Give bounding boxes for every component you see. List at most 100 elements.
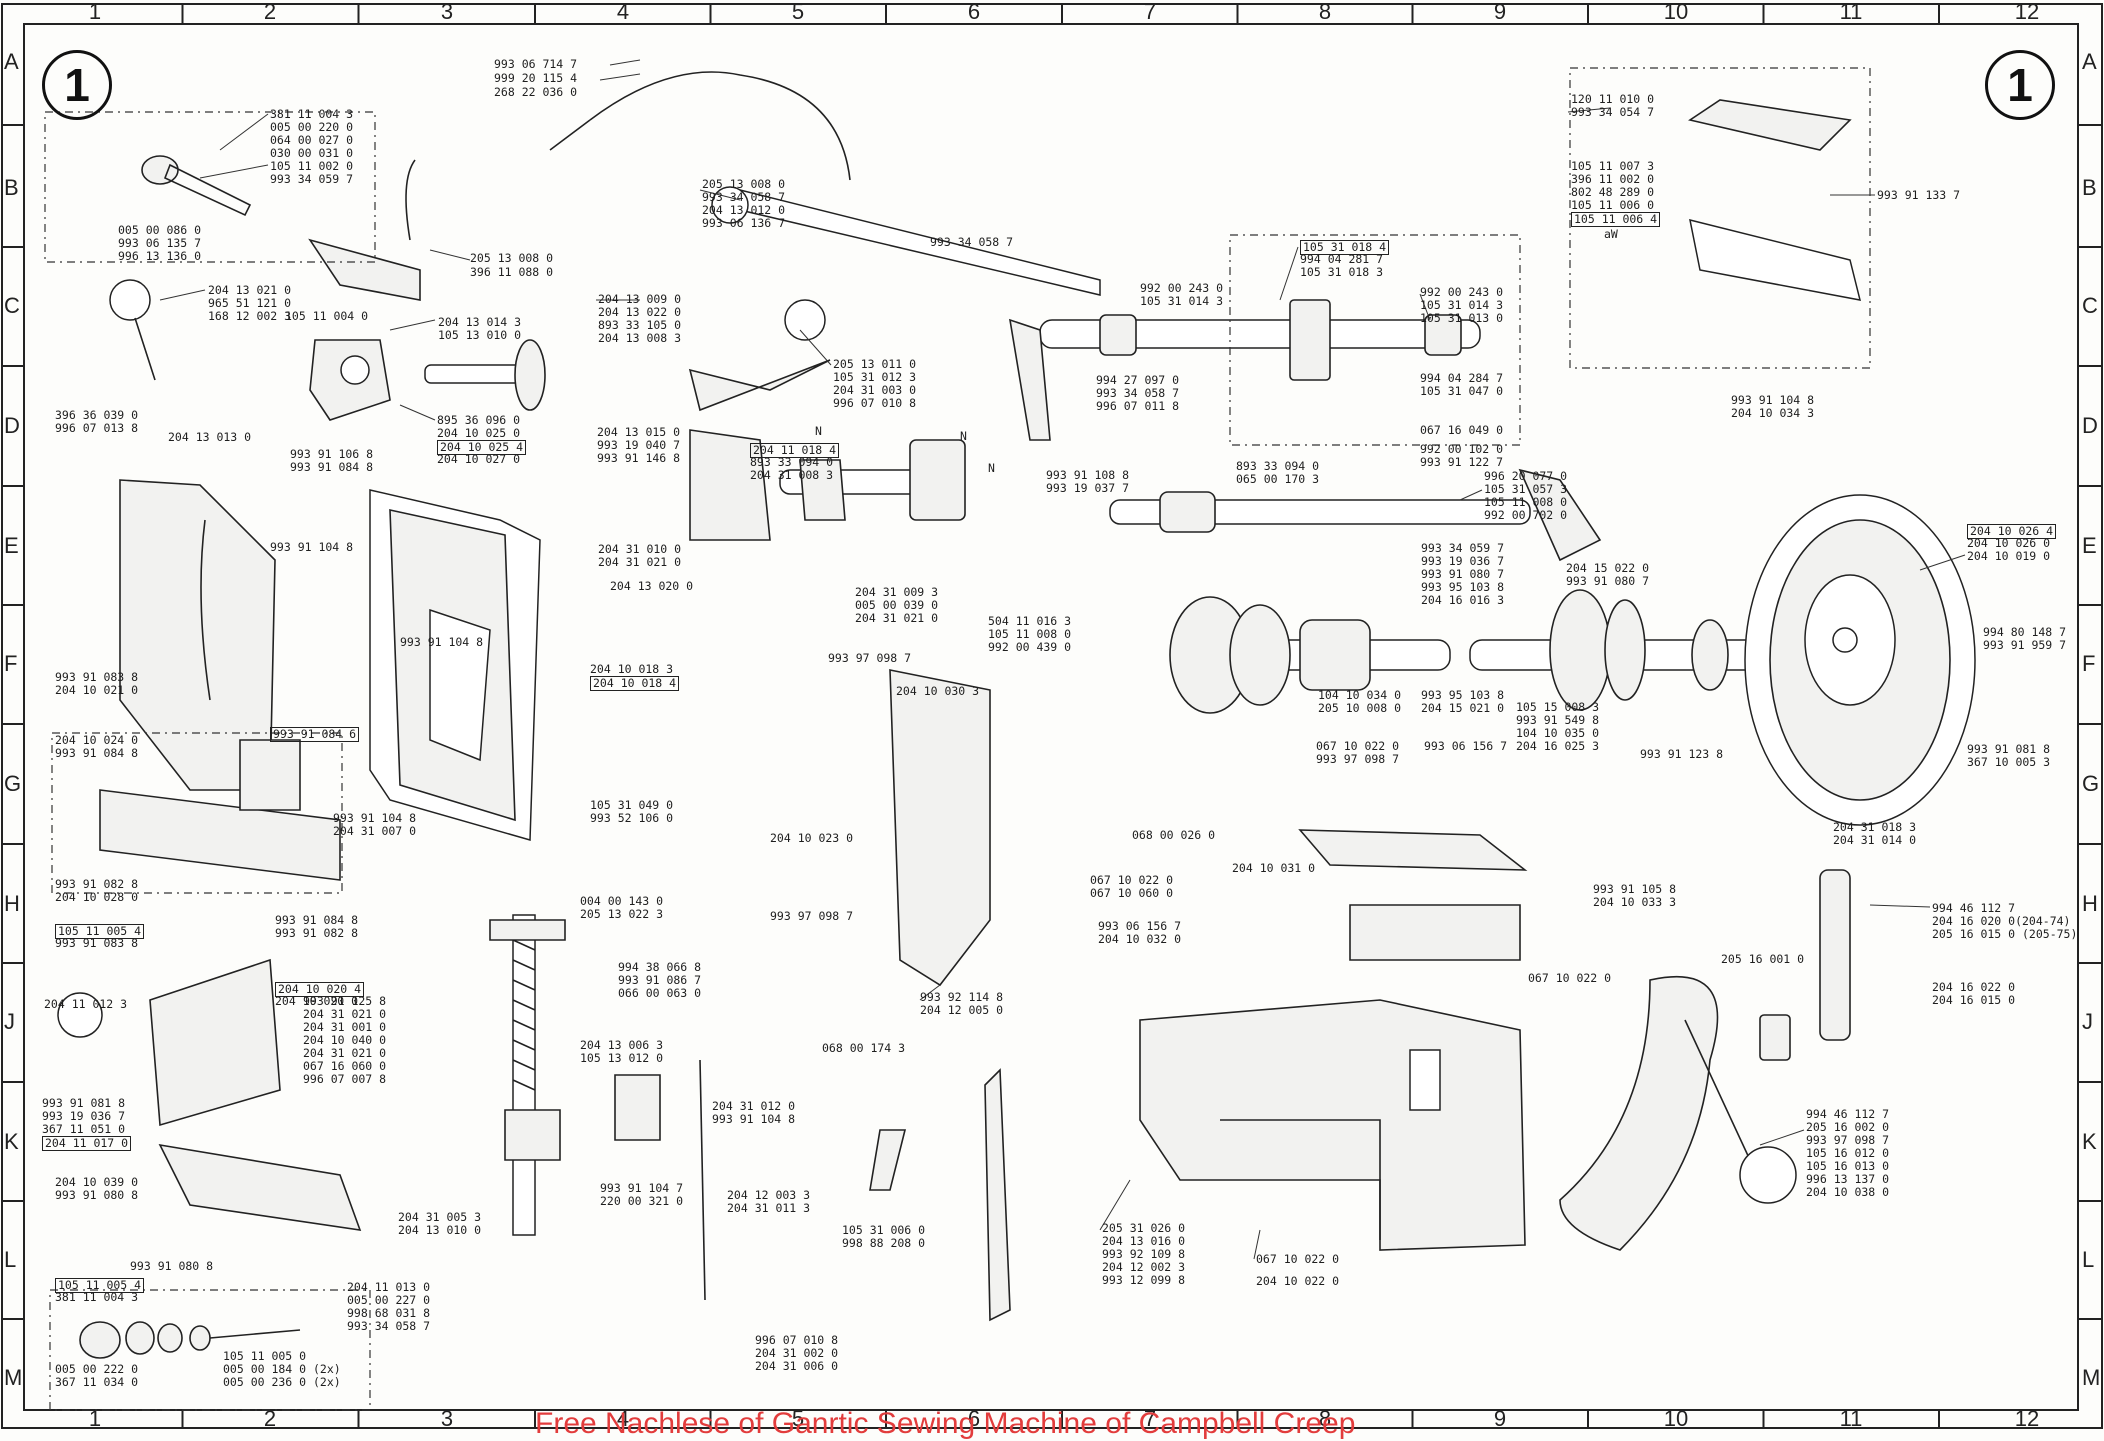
part-number-callout: 005 00 220 0: [270, 120, 354, 134]
part-number-callout: 802 48 289 0: [1571, 185, 1655, 199]
grid-column-label-top: 1: [88, 0, 102, 24]
part-number-callout: 105 31 014 3: [1420, 298, 1504, 312]
knob-assembly-top-left: [109, 155, 252, 381]
grid-column-label-bottom: 4: [616, 1406, 630, 1431]
part-number-callout: 204 31 005 3: [398, 1210, 482, 1224]
part-number-callout: 205 13 008 0: [702, 177, 786, 191]
part-number-callout: 105 15 008 3: [1516, 700, 1600, 714]
part-number-callout: 005 00 086 0: [118, 223, 202, 237]
rear-shaft: [1109, 468, 1602, 562]
grid-column-label-bottom: 1: [88, 1406, 102, 1431]
part-number-callout: 204 16 015 0: [1932, 993, 2016, 1007]
part-number-callout: 168 12 002 3: [208, 309, 292, 323]
part-number-callout: 992 00 102 0: [1420, 442, 1504, 456]
part-number-callout: 993 06 714 7: [494, 57, 578, 71]
part-number-callout: 105 11 002 0: [270, 159, 354, 173]
part-number-callout: 204 12 005 0: [920, 1003, 1004, 1017]
sheet-badge-right: 1: [1985, 50, 2055, 120]
part-number-callout: 994 27 097 0: [1096, 373, 1180, 387]
part-number-callout: 993 91 104 8: [270, 540, 354, 554]
leader-line: [1567, 107, 1611, 113]
part-number-callout: 105 31 013 0: [1420, 311, 1504, 325]
bobbin-box: [1688, 99, 1862, 301]
part-number-callout: 993 91 105 8: [1593, 882, 1677, 896]
part-number-callout: 367 11 034 0: [55, 1375, 139, 1389]
part-number-callout: 204 13 022 0: [598, 305, 682, 319]
part-number-callout: 204 10 024 0: [55, 733, 139, 747]
leader-line: [919, 984, 941, 1001]
machine-bed: [1139, 999, 1526, 1251]
part-number-callout: 105 31 012 3: [833, 370, 917, 384]
leader-line: [1869, 904, 1931, 908]
slide-block: [614, 1059, 706, 1301]
part-number-callout: 204 10 025 0: [437, 426, 521, 440]
feed-bracket: [308, 159, 421, 301]
part-number-callout: 204 16 020 0(204-74): [1932, 914, 2071, 928]
part-number-callout: 204 16 016 3: [1421, 593, 1505, 607]
cable-assembly: [549, 71, 851, 181]
part-number-callout: 204 13 010 0: [398, 1223, 482, 1237]
part-number-callout: 105 31 014 3: [1140, 294, 1224, 308]
knob-assembly-bottom-left: [79, 1321, 301, 1359]
part-number-callout: 204 13 012 0: [702, 203, 786, 217]
part-number-callout: 993 91 104 7: [600, 1181, 684, 1195]
lever-knob: [1684, 1019, 1797, 1204]
part-number-callout: 205 13 022 3: [580, 907, 664, 921]
part-number-callout: 204 31 011 3: [727, 1201, 811, 1215]
part-number-callout: 204 13 015 0: [597, 425, 681, 439]
grid-column-label-bottom: 5: [791, 1406, 805, 1431]
grid-column-label-bottom: 8: [1318, 1406, 1332, 1431]
grid-column-label-bottom: 2: [263, 1406, 277, 1431]
side-slide-plate: [57, 958, 281, 1127]
part-number-callout: 996 13 137 0: [1806, 1172, 1890, 1186]
part-number-callout: 105 11 006 0: [1571, 198, 1655, 212]
grid-row-label-right: A: [2082, 49, 2097, 74]
part-number-callout: 993 34 058 7: [930, 235, 1014, 249]
part-number-callout: 993 19 036 7: [42, 1109, 126, 1123]
part-number-callout: 204 10 038 0: [1806, 1185, 1890, 1199]
grid-row-label-left: E: [4, 533, 19, 558]
flat-plate: [1298, 829, 1528, 961]
grid-row-label-right: C: [2082, 293, 2098, 318]
part-number-callout: 004 00 143 0: [580, 894, 664, 908]
slotted-link: [1759, 869, 1851, 1061]
part-number-callout: 994 46 112 7: [1932, 901, 2016, 915]
part-number-callout: 993 06 136 7: [702, 216, 786, 230]
part-number-callout: 893 33 105 0: [598, 318, 682, 332]
part-number-callout: 993 91 081 8: [1967, 742, 2051, 756]
part-number-callout: 204 31 012 0: [712, 1099, 796, 1113]
part-number-callout: 067 16 049 0: [1420, 423, 1504, 437]
grid-row-label-left: A: [4, 49, 19, 74]
grid-row-label-right: G: [2082, 771, 2100, 796]
part-number-callout: 367 10 005 3: [1967, 755, 2051, 769]
part-number-callout: 993 91 084 8: [275, 913, 359, 927]
part-number-callout: 993 91 104 8: [712, 1112, 796, 1126]
grid-row-label-left: B: [4, 175, 19, 200]
part-number-callout: 205 16 015 0 (205-75): [1932, 927, 2078, 941]
part-number-callout: 993 97 098 7: [1316, 752, 1400, 766]
part-number-callout: 204 10 026 4: [1967, 524, 2057, 539]
part-number-callout: 994 04 281 7: [1300, 252, 1384, 266]
part-number-callout: 204 10 020 4: [275, 982, 365, 997]
part-number-callout: 993 12 099 8: [1102, 1273, 1186, 1287]
group-outline-knob: [44, 111, 376, 263]
group-outline-shaft-middle: [1229, 234, 1521, 446]
leader-line: [1419, 293, 1431, 321]
part-number-callout: 120 11 010 0: [1571, 92, 1655, 106]
group-outline-rail: [51, 732, 343, 894]
part-number-callout: 993 91 081 8: [42, 1096, 126, 1110]
grid-row-label-right: E: [2082, 533, 2097, 558]
part-number-callout: 998 68 031 8: [347, 1306, 431, 1320]
part-number-callout: 067 10 022 0: [1528, 971, 1612, 985]
part-number-callout: 993 92 109 8: [1102, 1247, 1186, 1261]
grid-row-label-right: B: [2082, 175, 2097, 200]
part-number-callout: 204 31 003 0: [833, 383, 917, 397]
grid-column-label-top: 3: [440, 0, 454, 24]
grid-column-label-top: 9: [1493, 0, 1507, 24]
main-shaft: [1169, 589, 1781, 714]
part-number-callout: 993 91 959 7: [1983, 638, 2067, 652]
part-number-callout: 993 34 059 7: [270, 172, 354, 186]
grid-row-label-left: C: [4, 293, 20, 318]
part-number-callout: 105 31 006 0: [842, 1223, 926, 1237]
front-frame: [369, 489, 541, 841]
